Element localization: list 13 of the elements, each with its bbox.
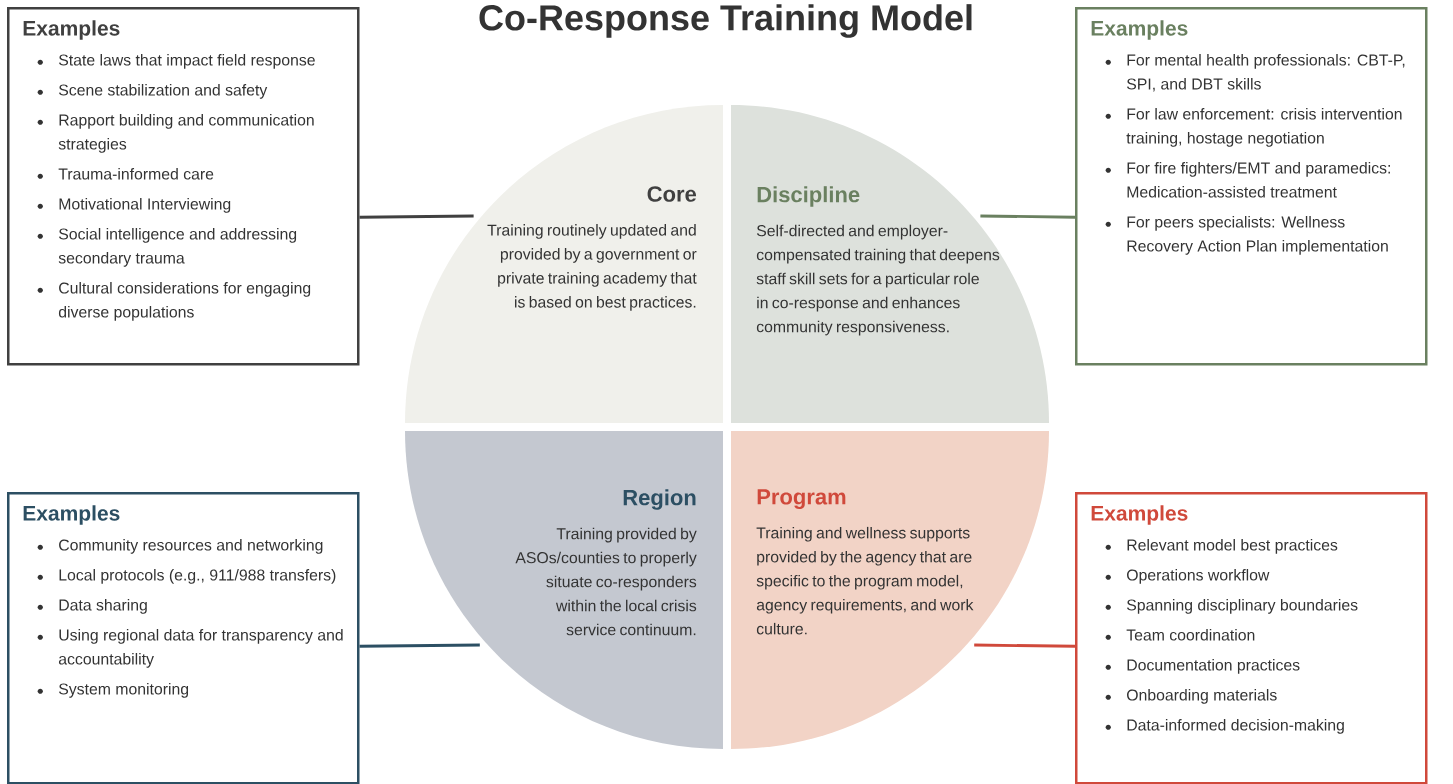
connector-line <box>359 643 480 648</box>
examples-box: Examples Relevant model best practices Operations workflow Spanning disciplinary boundaries Team coordination Documentation practices Onboarding materials Data-informed decision-making <box>1075 492 1428 784</box>
examples-box: Examples For mental health professionals: CBT-P, SPI, and DBT skills For law enforcement: crisis intervention training, hostage negotiation For fire fighters/EMT and paramedics: Medication-assisted treatment For peers specialists: Wellness Recovery Action Plan implementation <box>1075 7 1428 366</box>
quadrant: Core Training routinely updated and provided by a government or private training academy that is based on best practices. <box>405 105 723 423</box>
quadrant: Region Training provided by ASOs/counties to properly situate co-responders within the local crisis service continuum. <box>405 431 723 749</box>
quadrant: Program Training and wellness supports provided by the agency that are specific to the program model, agency requirements, and work culture. <box>731 431 1049 749</box>
title: Co-Response Training Model <box>479 4 972 38</box>
connector-line <box>974 643 1076 648</box>
connector-line <box>980 214 1076 219</box>
examples-box: Examples State laws that impact field response Scene stabilization and safety Rapport building and communication strategies Trauma-informed care Motivational Interviewing Social intelligence and addressing secondary trauma Cultural considerations for engaging diverse populations <box>7 7 360 366</box>
examples-box: Examples Community resources and networking Local protocols (e.g., 911/988 transfers) Data sharing Using regional data for transparency and accountability System monitoring <box>7 492 360 784</box>
quadrant: Discipline Self-directed and employer-compensated training that deepens staff skill sets for a particular role in co-response and enhances community responsiveness. <box>731 105 1049 423</box>
connector-line <box>359 214 474 219</box>
